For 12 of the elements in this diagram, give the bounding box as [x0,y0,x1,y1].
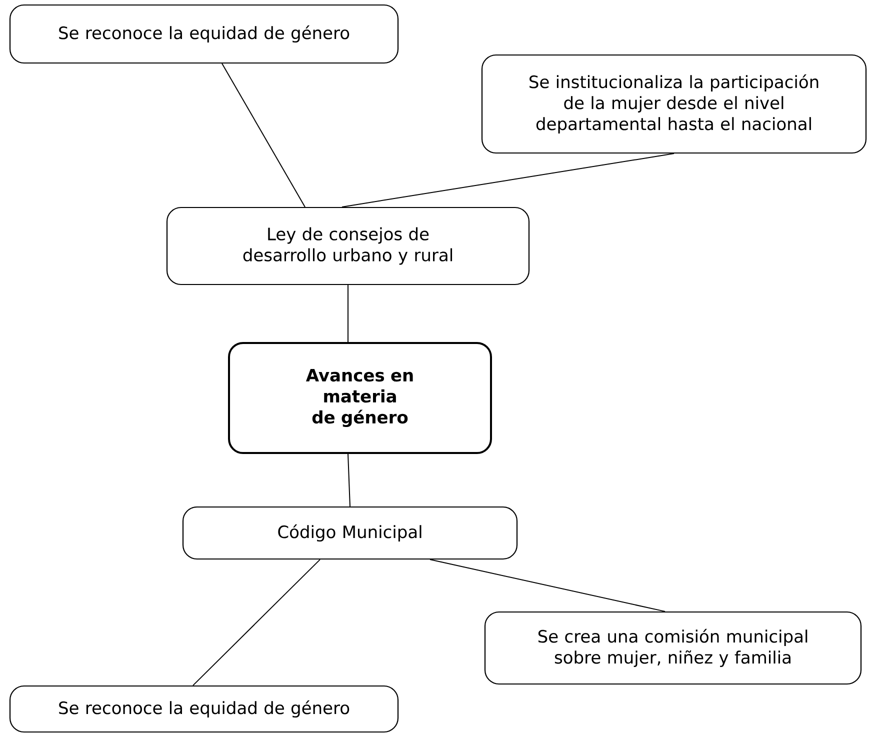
connector-line [348,454,350,507]
concept-box: Se reconoce la equidad de género [9,685,399,733]
concept-box: Se crea una comisión municipal sobre mujer, niñez y familia [484,611,862,685]
topic-box: Avances en materia de género [228,342,492,454]
connector-line [342,153,674,208]
concept-box: Se reconoce la equidad de género [9,4,399,64]
concept-box: Código Municipal [182,506,518,560]
connector-line [430,559,666,612]
concept-box: Ley de consejos de desarrollo urbano y rural [166,206,530,286]
concept-box: Se institucionaliza la participación de la mujer desde el nivel departamental hasta el nacional [481,54,867,154]
connector-line [192,559,320,686]
connector-line [222,63,306,208]
